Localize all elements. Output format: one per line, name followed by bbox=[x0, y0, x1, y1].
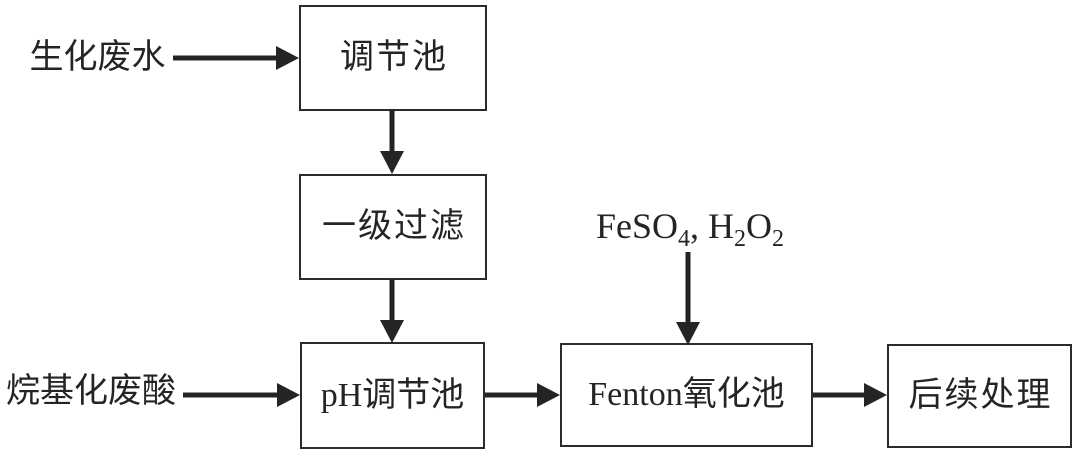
arrowhead-down-icon bbox=[380, 151, 404, 174]
node-regulating-tank: 调节池 bbox=[299, 5, 487, 111]
arrowhead-right-icon bbox=[277, 383, 300, 407]
arrowhead-right-icon bbox=[537, 383, 560, 407]
arrow-reagent-to-fenton bbox=[676, 252, 700, 345]
arrow-shaft bbox=[685, 252, 691, 329]
node-primary-filtration: 一级过滤 bbox=[299, 174, 487, 280]
node-fenton-oxidation-tank: Fenton氧化池 bbox=[560, 343, 813, 447]
arrow-shaft bbox=[173, 55, 283, 61]
node-subsequent-treatment: 后续处理 bbox=[887, 344, 1072, 448]
arrow-filtration-to-ph bbox=[380, 279, 404, 343]
node-label: 后续处理 bbox=[908, 377, 1053, 414]
reagent-text: FeSO4, H2O2 bbox=[595, 206, 785, 253]
node-label: Fenton氧化池 bbox=[588, 376, 785, 413]
arrowhead-down-icon bbox=[676, 322, 700, 345]
reagent-label-feso4-h2o2: FeSO4, H2O2 bbox=[580, 202, 800, 253]
arrow-regulating-to-filtration bbox=[380, 110, 404, 174]
arrow-biochemical-to-regulating bbox=[173, 46, 299, 70]
arrow-shaft bbox=[389, 279, 395, 327]
arrow-fenton-to-subsequent bbox=[813, 383, 887, 407]
arrow-shaft bbox=[485, 392, 544, 398]
node-ph-adjust-tank: pH调节池 bbox=[300, 342, 485, 449]
arrowhead-right-icon bbox=[276, 46, 299, 70]
arrow-acid-to-ph bbox=[183, 383, 300, 407]
arrowhead-down-icon bbox=[380, 320, 404, 343]
source-label-biochemical-wastewater: 生化废水 bbox=[29, 39, 166, 76]
source-label-alkylation-waste-acid: 烷基化废酸 bbox=[6, 373, 176, 410]
node-label: 调节池 bbox=[340, 39, 448, 76]
arrow-shaft bbox=[389, 110, 395, 158]
node-label: 一级过滤 bbox=[322, 208, 466, 245]
arrow-ph-to-fenton bbox=[485, 383, 560, 407]
arrow-shaft bbox=[813, 392, 871, 398]
arrow-shaft bbox=[183, 392, 284, 398]
node-label: pH调节池 bbox=[320, 376, 465, 414]
arrowhead-right-icon bbox=[864, 383, 887, 407]
